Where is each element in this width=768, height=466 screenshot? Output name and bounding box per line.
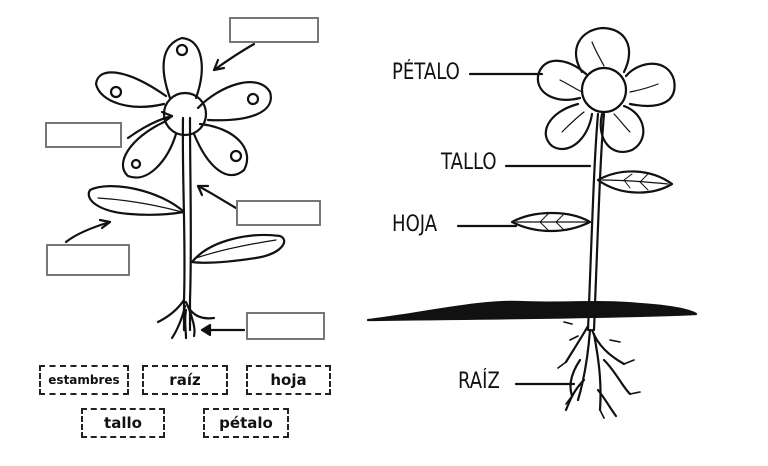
- labeled-flower: [366, 26, 698, 419]
- word-card-estambres[interactable]: estambres: [39, 365, 129, 395]
- answer-box-leaf[interactable]: [46, 244, 130, 276]
- label-stem: TALLO: [441, 150, 497, 175]
- word-card-raiz[interactable]: raíz: [142, 365, 228, 395]
- worksheet-flower: [64, 36, 286, 340]
- answer-box-petal[interactable]: [229, 17, 319, 43]
- label-petal: PÉTALO: [392, 60, 460, 85]
- label-leaf: HOJA: [392, 212, 438, 237]
- word-card-tallo[interactable]: tallo: [81, 408, 165, 438]
- answer-box-root[interactable]: [246, 312, 325, 340]
- word-card-hoja[interactable]: hoja: [246, 365, 331, 395]
- answer-box-stem[interactable]: [236, 200, 321, 226]
- word-card-petalo[interactable]: pétalo: [203, 408, 289, 438]
- answer-box-stamens[interactable]: [45, 122, 122, 148]
- label-root: RAÍZ: [458, 369, 500, 394]
